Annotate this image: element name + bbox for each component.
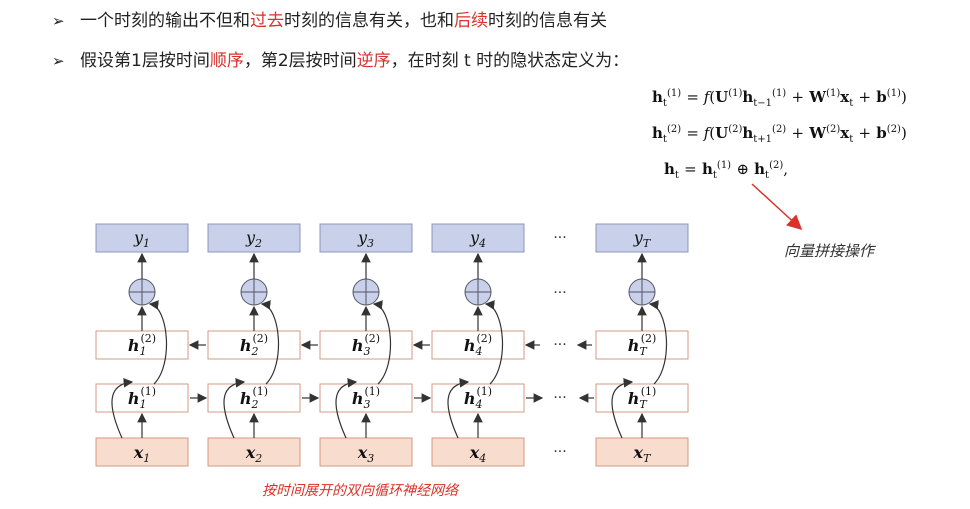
bullet-2-part-1: 顺序 — [209, 51, 244, 71]
output-label-y3: y3 — [357, 228, 374, 250]
hidden2-box-4 — [431, 330, 525, 360]
arrow-bullet-icon: ➢ — [52, 52, 65, 70]
diagram-caption: 按时间展开的双向循环神经网络 — [262, 483, 458, 499]
arrow-x-to-h2 — [111, 378, 134, 439]
bullet-1-part-0: 一个时刻的输出不但和 — [80, 11, 250, 31]
input-box-x3 — [319, 437, 413, 467]
arrow-bullet-icon: ➢ — [52, 12, 65, 30]
hidden1-label-4: h4(1) — [464, 385, 492, 411]
bullet-1-part-4: 时刻的信息有关 — [488, 11, 607, 31]
bullet-2-part-0: 假设第1层按时间 — [80, 51, 210, 71]
bullet-1-text: 一个时刻的输出不但和过去时刻的信息有关，也和后续时刻的信息有关 — [80, 11, 607, 31]
hidden1-box-T — [595, 383, 689, 413]
ellipsis-4: ··· — [553, 444, 566, 460]
hidden2-box-3 — [319, 330, 413, 360]
hidden2-label-4: h4(2) — [464, 332, 492, 358]
bullet-2: ➢ 假设第1层按时间顺序，第2层按时间逆序，在时刻 t 时的隐状态定义为： — [52, 50, 629, 72]
output-box-y2 — [207, 223, 301, 253]
hidden2-label-T: hT(2) — [628, 332, 657, 358]
ellipsis-3: ··· — [553, 390, 566, 406]
bullet-2-text: 假设第1层按时间顺序，第2层按时间逆序，在时刻 t 时的隐状态定义为： — [80, 51, 629, 71]
output-label-y2: y2 — [245, 228, 262, 250]
bullet-2-part-3: 逆序 — [356, 51, 391, 71]
hidden2-box-2 — [207, 330, 301, 360]
hidden1-label-T: hT(1) — [628, 385, 657, 411]
ellipsis-2: ··· — [553, 337, 566, 353]
arrow-x-to-h2 — [335, 378, 358, 439]
hidden1-box-1 — [95, 383, 189, 413]
hidden2-box-1 — [95, 330, 189, 360]
input-label-x2: x2 — [245, 443, 263, 465]
formula-forward: ht(1) = f(U(1)ht−1(1) + W(1)xt + b(1)) — [652, 88, 907, 109]
output-label-yT: yT — [633, 228, 652, 250]
formula-backward: ht(2) = f(U(2)ht+1(2) + W(2)xt + b(2)) — [652, 124, 907, 145]
output-label-y4: y4 — [469, 228, 486, 250]
hidden2-label-2: h2(2) — [240, 332, 268, 358]
input-label-x1: x1 — [133, 443, 151, 465]
input-box-x1 — [95, 437, 189, 467]
input-box-xT — [595, 437, 689, 467]
hidden1-box-3 — [319, 383, 413, 413]
ellipsis-1: ··· — [553, 285, 566, 301]
arrow-x-to-h2 — [223, 378, 246, 439]
bullet-1: ➢ 一个时刻的输出不但和过去时刻的信息有关，也和后续时刻的信息有关 — [52, 10, 607, 32]
arrow-x-to-h2 — [611, 378, 634, 439]
hidden2-label-3: h3(2) — [352, 332, 380, 358]
output-box-y1 — [95, 223, 189, 253]
arrow-x-to-h2 — [447, 378, 470, 439]
concat-note: 向量拼接操作 — [784, 242, 875, 260]
arrow-h1-to-plus — [372, 300, 392, 385]
arrow-h1-to-plus — [648, 300, 668, 385]
ellipsis-0: ··· — [553, 230, 566, 246]
hidden1-label-3: h3(1) — [352, 385, 380, 411]
input-label-xT: xT — [633, 443, 653, 465]
input-label-x3: x3 — [357, 443, 375, 465]
input-label-x4: x4 — [469, 443, 487, 465]
output-box-y4 — [431, 223, 525, 253]
formula-concat: ht = ht(1) ⊕ ht(2), — [664, 160, 789, 181]
hidden1-label-1: h1(1) — [128, 385, 156, 411]
bullet-2-part-4: ，在时刻 t 时的隐状态定义为： — [390, 51, 630, 71]
bullet-1-part-1: 过去 — [250, 11, 284, 31]
output-box-yT — [595, 223, 689, 253]
arrow-h1-to-plus — [260, 300, 280, 385]
input-box-x2 — [207, 437, 301, 467]
output-box-y3 — [319, 223, 413, 253]
bullet-1-part-2: 时刻的信息有关，也和 — [284, 11, 454, 31]
hidden2-label-1: h1(2) — [128, 332, 156, 358]
bullet-2-part-2: ，第2层按时间 — [243, 51, 357, 71]
hidden2-box-T — [595, 330, 689, 360]
bullet-1-part-3: 后续 — [454, 11, 488, 31]
arrow-h1-to-plus — [148, 300, 168, 385]
hidden1-box-4 — [431, 383, 525, 413]
output-label-y1: y1 — [133, 228, 150, 250]
arrow-h1-to-plus — [484, 300, 504, 385]
input-box-x4 — [431, 437, 525, 467]
hidden1-label-2: h2(1) — [240, 385, 268, 411]
hidden1-box-2 — [207, 383, 301, 413]
